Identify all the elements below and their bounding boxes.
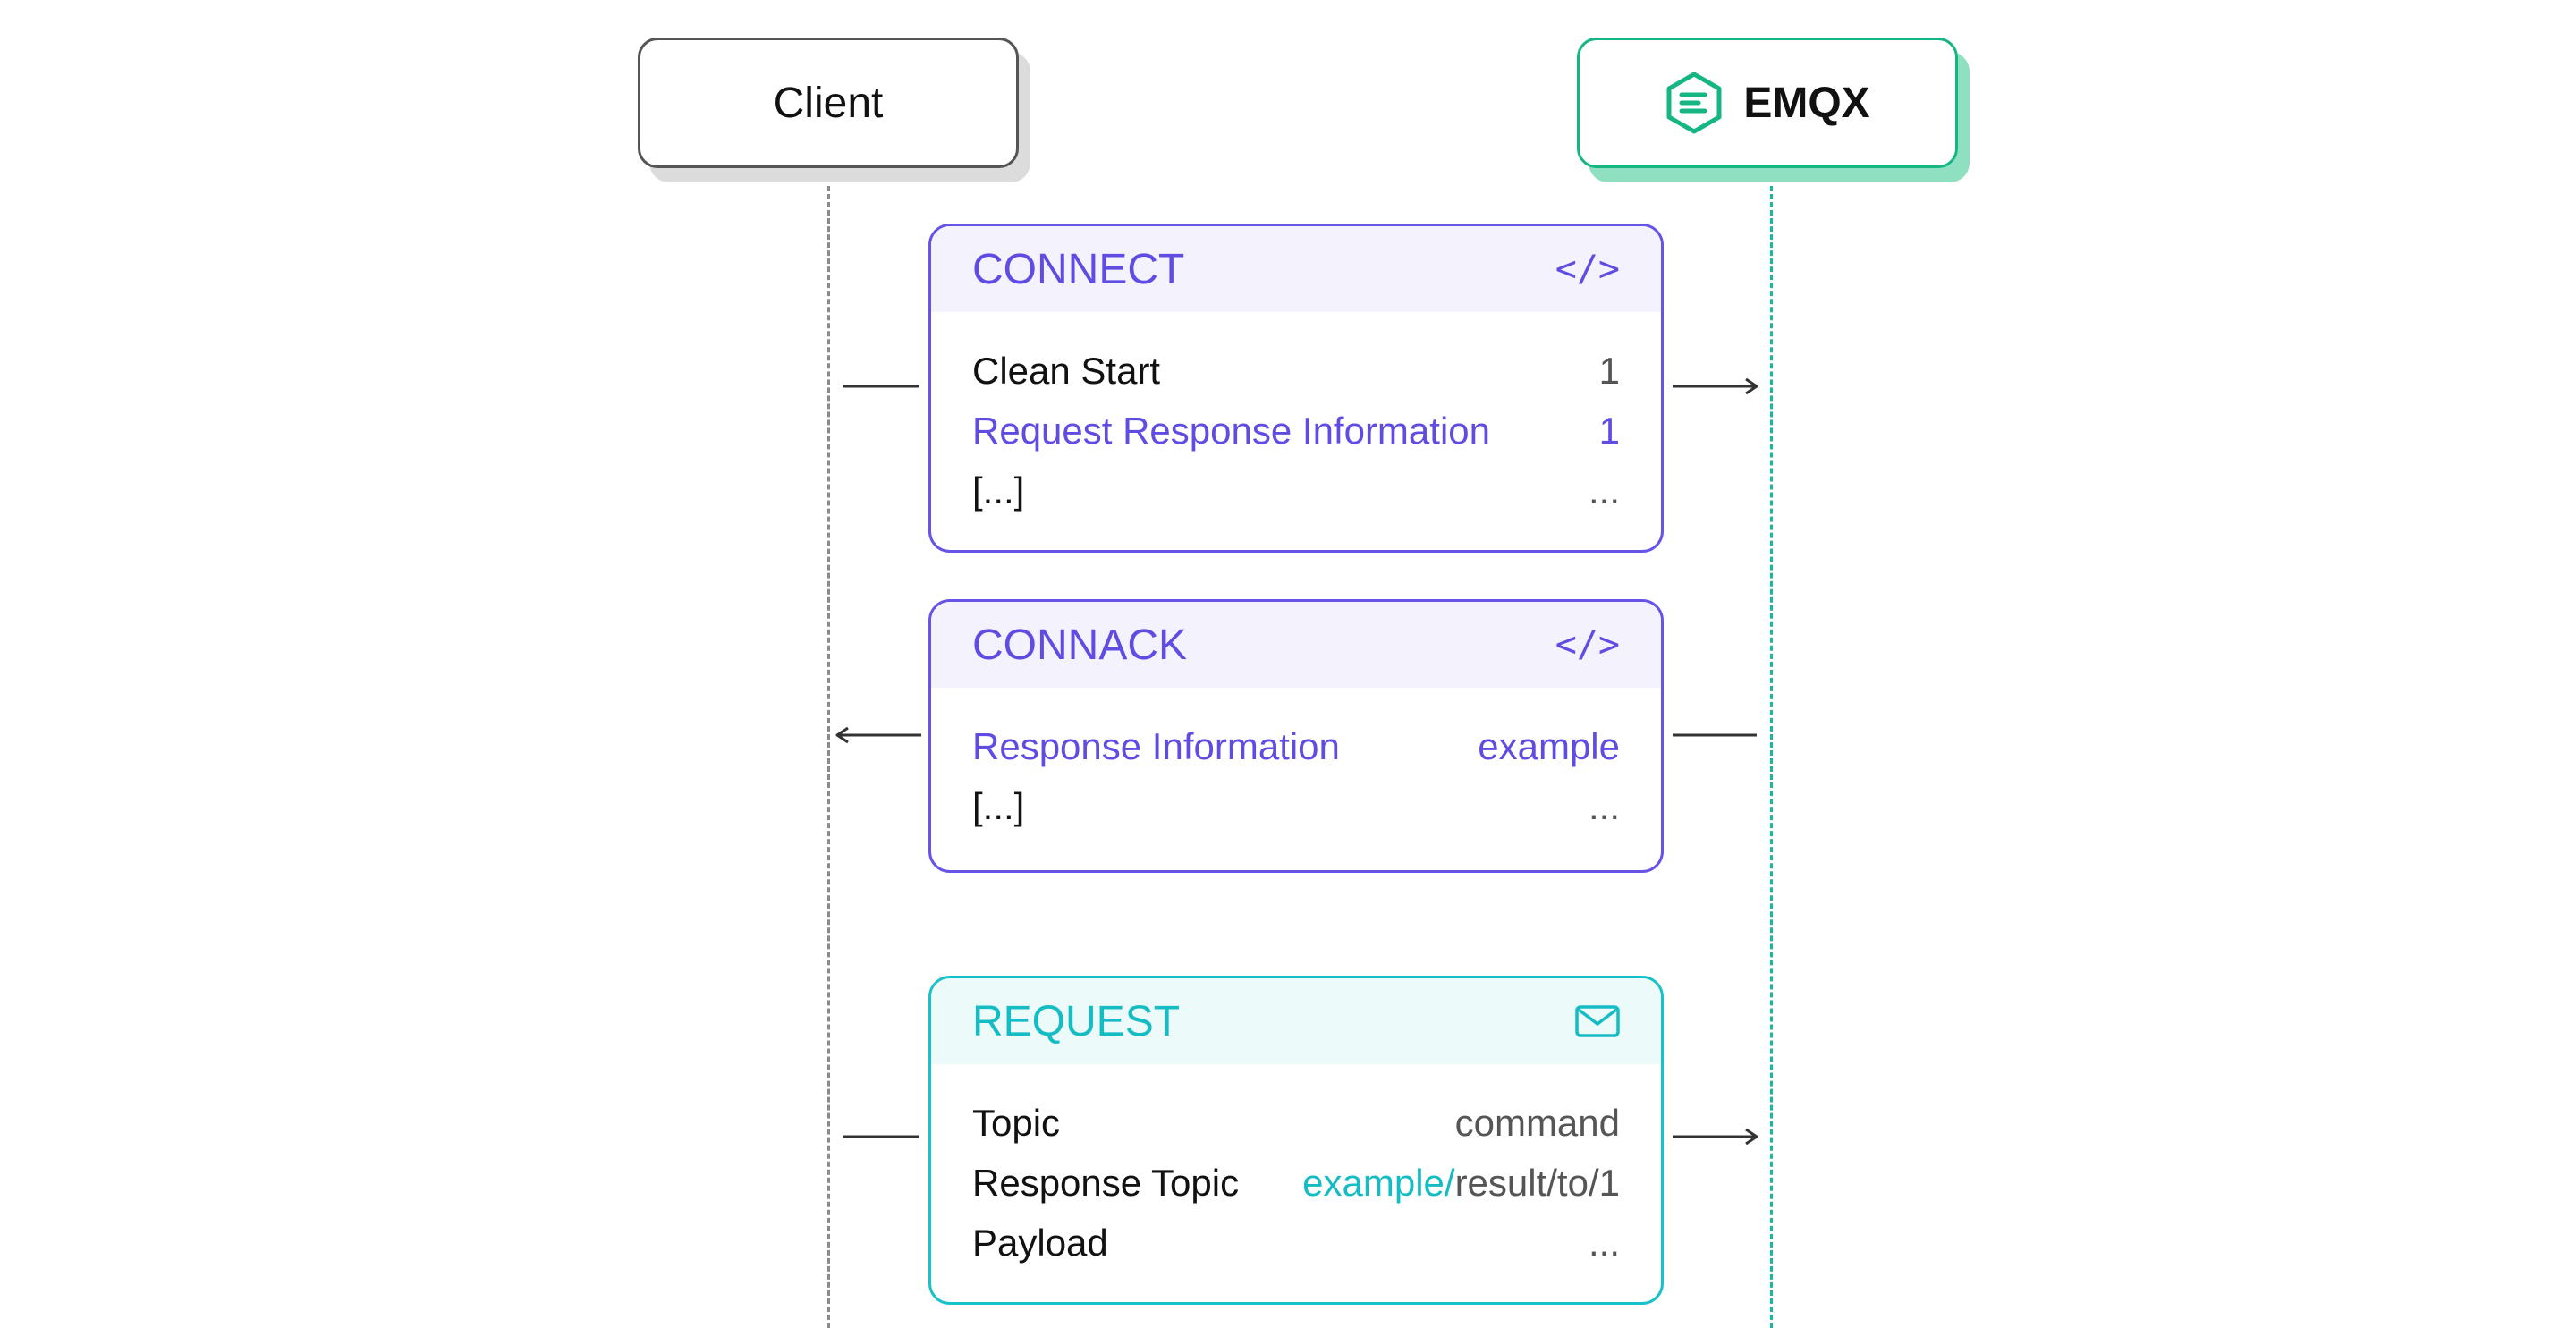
field-key: Response Information	[972, 724, 1340, 767]
topic-prefix: example/	[1302, 1161, 1455, 1204]
envelope-icon	[1575, 1005, 1620, 1037]
connect-row-clean-start: Clean Start 1	[972, 341, 1620, 401]
request-arrow-right-head	[1673, 1128, 1758, 1146]
field-value: example/result/to/1	[1302, 1162, 1620, 1205]
request-message-card: REQUEST Topic command Response Topic exa…	[928, 976, 1664, 1305]
field-value: ...	[1588, 469, 1620, 512]
request-row-response-topic: Response Topic example/result/to/1	[972, 1153, 1620, 1213]
code-icon: </>	[1555, 249, 1620, 290]
connect-arrow-right-head	[1673, 377, 1758, 395]
request-arrow-left-segment	[843, 1135, 919, 1138]
client-lifeline	[827, 186, 830, 1328]
field-value: ...	[1588, 1221, 1620, 1264]
connack-arrow-right-segment	[1673, 733, 1757, 737]
field-value: example	[1478, 724, 1620, 767]
field-value: 1	[1598, 349, 1620, 392]
field-key: Response Topic	[972, 1161, 1240, 1204]
emqx-participant: EMQX	[1577, 38, 1958, 168]
field-value: 1	[1598, 409, 1620, 452]
field-key: Clean Start	[972, 349, 1161, 392]
connect-row-request-response-information: Request Response Information 1	[972, 401, 1620, 461]
field-key: [...]	[972, 469, 1025, 512]
field-key: Payload	[972, 1221, 1108, 1264]
emqx-label: EMQX	[1743, 79, 1870, 127]
connack-row-more: [...] ...	[972, 776, 1620, 836]
connack-card-header: CONNACK </>	[931, 602, 1661, 688]
field-key: [...]	[972, 784, 1025, 827]
request-row-payload: Payload ...	[972, 1213, 1620, 1273]
field-value: command	[1454, 1101, 1620, 1144]
connack-arrow-left-head	[835, 726, 921, 744]
connack-row-response-information: Response Information example	[972, 716, 1620, 776]
topic-suffix: result/to/1	[1454, 1161, 1620, 1204]
code-icon: </>	[1555, 624, 1620, 665]
request-row-topic: Topic command	[972, 1093, 1620, 1153]
connect-title: CONNECT	[972, 245, 1185, 293]
connect-arrow-left-segment	[843, 385, 919, 388]
connect-message-card: CONNECT </> Clean Start 1 Request Respon…	[928, 224, 1664, 553]
connack-message-card: CONNACK </> Response Information example…	[928, 599, 1664, 873]
client-participant: Client	[638, 38, 1019, 168]
client-label: Client	[773, 79, 884, 127]
connack-title: CONNACK	[972, 621, 1188, 669]
field-key: Topic	[972, 1101, 1061, 1144]
connect-row-more: [...] ...	[972, 461, 1620, 520]
request-card-header: REQUEST	[931, 978, 1661, 1064]
field-key: Request Response Information	[972, 409, 1490, 452]
connect-card-header: CONNECT </>	[931, 226, 1661, 312]
emqx-logo-icon	[1666, 72, 1722, 134]
emqx-lifeline	[1770, 186, 1773, 1328]
request-title: REQUEST	[972, 997, 1181, 1045]
field-value: ...	[1588, 784, 1620, 827]
